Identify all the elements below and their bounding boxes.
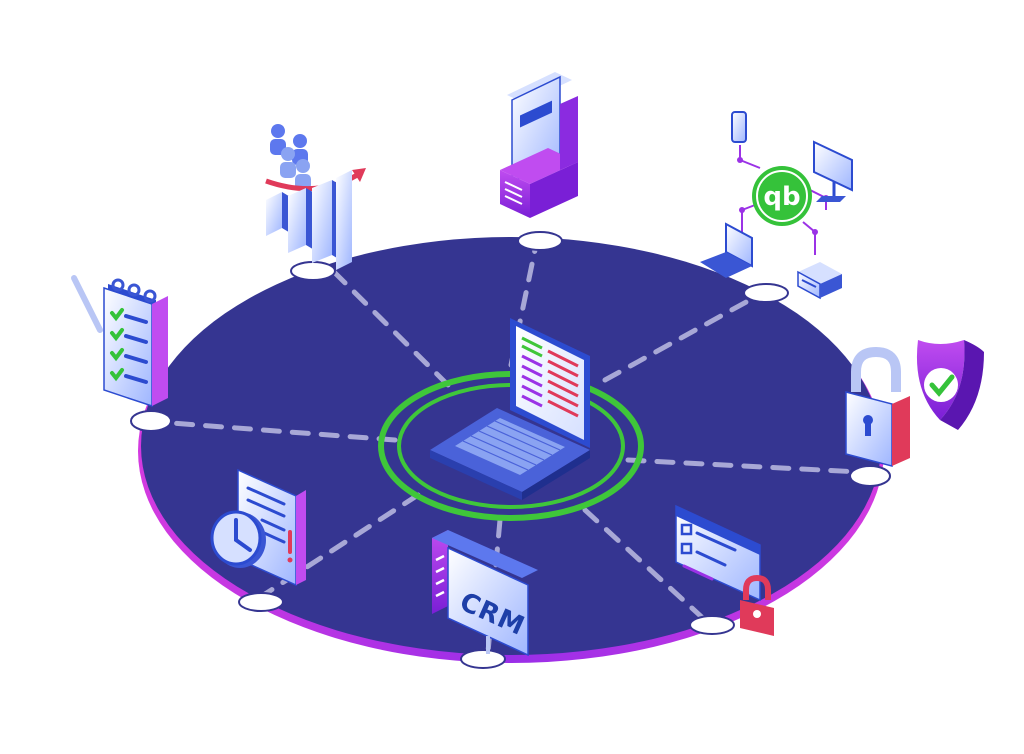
connector-documents <box>517 231 563 251</box>
spoke-quickbooks <box>602 293 760 383</box>
quickbooks-logo-text: qb <box>763 182 800 212</box>
spoke-documents <box>508 242 539 368</box>
keyhole-icon <box>865 422 871 436</box>
connector-quickbooks <box>743 283 789 303</box>
bar-columns <box>266 170 352 270</box>
team-growth-chart-icon <box>265 124 366 270</box>
connector-checklist <box>130 410 172 432</box>
check-icon <box>929 374 955 397</box>
connector-secure-tasks <box>689 615 735 635</box>
document-folder-icon <box>500 72 578 218</box>
crm-window-icon: CRM <box>432 530 538 657</box>
laptop-icon <box>430 318 590 500</box>
crm-panel <box>447 546 529 657</box>
spoke-checklist <box>155 419 398 443</box>
spoke-growth <box>327 265 451 388</box>
clipboard-checklist-icon <box>71 275 168 408</box>
server-icon <box>797 262 842 300</box>
padlock-shield-icon <box>845 340 984 467</box>
pen-icon <box>71 275 103 333</box>
clock-hands <box>234 518 252 552</box>
monitor-icon <box>813 140 853 192</box>
folder-side <box>530 162 578 218</box>
connector-security <box>849 465 891 487</box>
padlock-shackle <box>851 346 901 392</box>
phone-icon <box>731 111 747 143</box>
clipboard-paper <box>103 286 153 408</box>
connector-scheduling <box>238 592 284 612</box>
spoke-security <box>625 457 863 475</box>
connector-crm <box>460 649 506 669</box>
quickbooks-logo <box>752 166 812 226</box>
spoke-secure-tasks <box>582 507 708 623</box>
laptop-small-icon <box>700 222 753 278</box>
quickbooks-integration-icon: qb <box>700 111 853 300</box>
connector-growth <box>290 261 336 281</box>
clock-document-icon <box>210 468 306 587</box>
central-hub <box>378 318 644 521</box>
locked-task-list-icon <box>675 504 774 636</box>
